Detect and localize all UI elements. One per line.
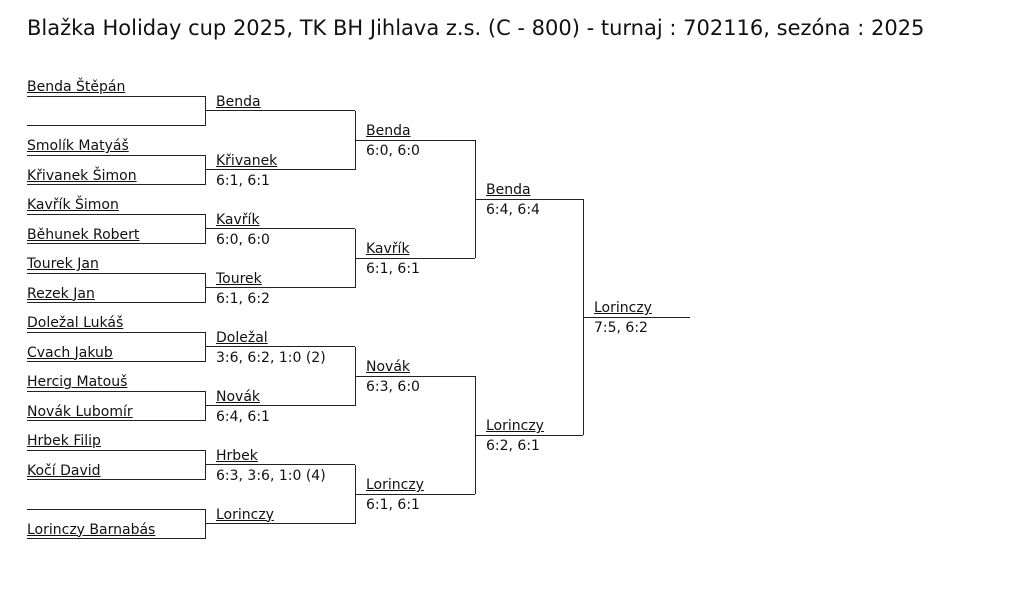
match-score: 6:1, 6:1	[366, 497, 420, 514]
match-line	[205, 110, 355, 112]
match-winner: Křivanek	[216, 152, 278, 169]
entrant-line	[27, 243, 205, 244]
match-line	[355, 139, 475, 141]
entrant-name: Benda Štěpán	[27, 79, 126, 95]
match-line	[205, 346, 355, 348]
match-score: 6:0, 6:0	[366, 143, 420, 160]
entrant-name: Hrbek Filip	[27, 433, 101, 449]
match-line	[205, 169, 355, 171]
match-score: 6:0, 6:0	[216, 231, 270, 248]
match-winner: Kavřík	[216, 211, 260, 228]
match-winner: Hrbek	[216, 447, 258, 464]
match-winner: Lorinczy	[366, 477, 424, 494]
match-score: 6:1, 6:1	[366, 261, 420, 278]
match-score: 7:5, 6:2	[594, 320, 648, 337]
match-winner: Doležal	[216, 329, 268, 346]
match-line	[205, 287, 355, 289]
entrant-line	[27, 420, 205, 421]
match-winner: Lorinczy	[594, 300, 652, 317]
match-line	[475, 434, 583, 436]
match-score: 6:1, 6:2	[216, 290, 270, 307]
match-score: 6:4, 6:4	[486, 202, 540, 219]
entrant-line	[27, 184, 205, 185]
match-line	[205, 523, 355, 525]
match-score: 3:6, 6:2, 1:0 (2)	[216, 349, 326, 366]
entrant-line	[27, 272, 205, 274]
match-line	[205, 405, 355, 407]
entrant-name: Tourek Jan	[27, 256, 99, 272]
entrant-line	[27, 213, 205, 215]
entrant-name: Kočí David	[27, 462, 101, 479]
entrant-name: Křivanek Šimon	[27, 167, 137, 184]
tournament-title: Blažka Holiday cup 2025, TK BH Jihlava z…	[27, 16, 925, 40]
match-winner: Novák	[216, 388, 261, 405]
entrant-line	[27, 302, 205, 303]
match-winner: Novák	[366, 359, 411, 376]
match-score: 6:3, 3:6, 1:0 (4)	[216, 467, 326, 484]
match-winner: Benda	[216, 93, 261, 110]
entrant-name: Doležal Lukáš	[27, 315, 124, 331]
match-line	[475, 198, 583, 200]
entrant-name: Smolík Matyáš	[27, 138, 129, 154]
entrant-name: Rezek Jan	[27, 285, 95, 302]
match-score: 6:4, 6:1	[216, 408, 270, 425]
match-score: 6:3, 6:0	[366, 379, 420, 396]
entrant-name: Lorinczy Barnabás	[27, 521, 156, 538]
entrant-line	[27, 154, 205, 156]
match-line	[355, 493, 475, 495]
match-score: 6:1, 6:1	[216, 172, 270, 189]
entrant-name: Běhunek Robert	[27, 226, 140, 243]
entrant-line	[27, 479, 205, 480]
match-line	[355, 257, 475, 259]
match-line	[205, 464, 355, 466]
match-line	[205, 228, 355, 230]
match-line	[583, 316, 690, 318]
entrant-line	[27, 449, 205, 451]
entrant-line	[27, 125, 205, 126]
entrant-name: Kavřík Šimon	[27, 197, 119, 213]
match-winner: Benda	[486, 182, 531, 199]
entrant-line	[27, 361, 205, 362]
entrant-line	[27, 538, 205, 539]
entrant-line	[27, 95, 205, 97]
entrant-line	[27, 331, 205, 333]
entrant-name: Cvach Jakub	[27, 344, 113, 361]
match-winner: Tourek	[216, 270, 262, 287]
match-line	[355, 375, 475, 377]
match-winner: Benda	[366, 123, 411, 140]
match-score: 6:2, 6:1	[486, 438, 540, 455]
match-winner: Kavřík	[366, 241, 410, 258]
match-winner: Lorinczy	[216, 506, 274, 523]
entrant-name: Novák Lubomír	[27, 403, 133, 420]
match-winner: Lorinczy	[486, 418, 544, 435]
entrant-line	[27, 390, 205, 392]
entrant-name: Hercig Matouš	[27, 374, 128, 390]
entrant-line	[27, 508, 205, 510]
